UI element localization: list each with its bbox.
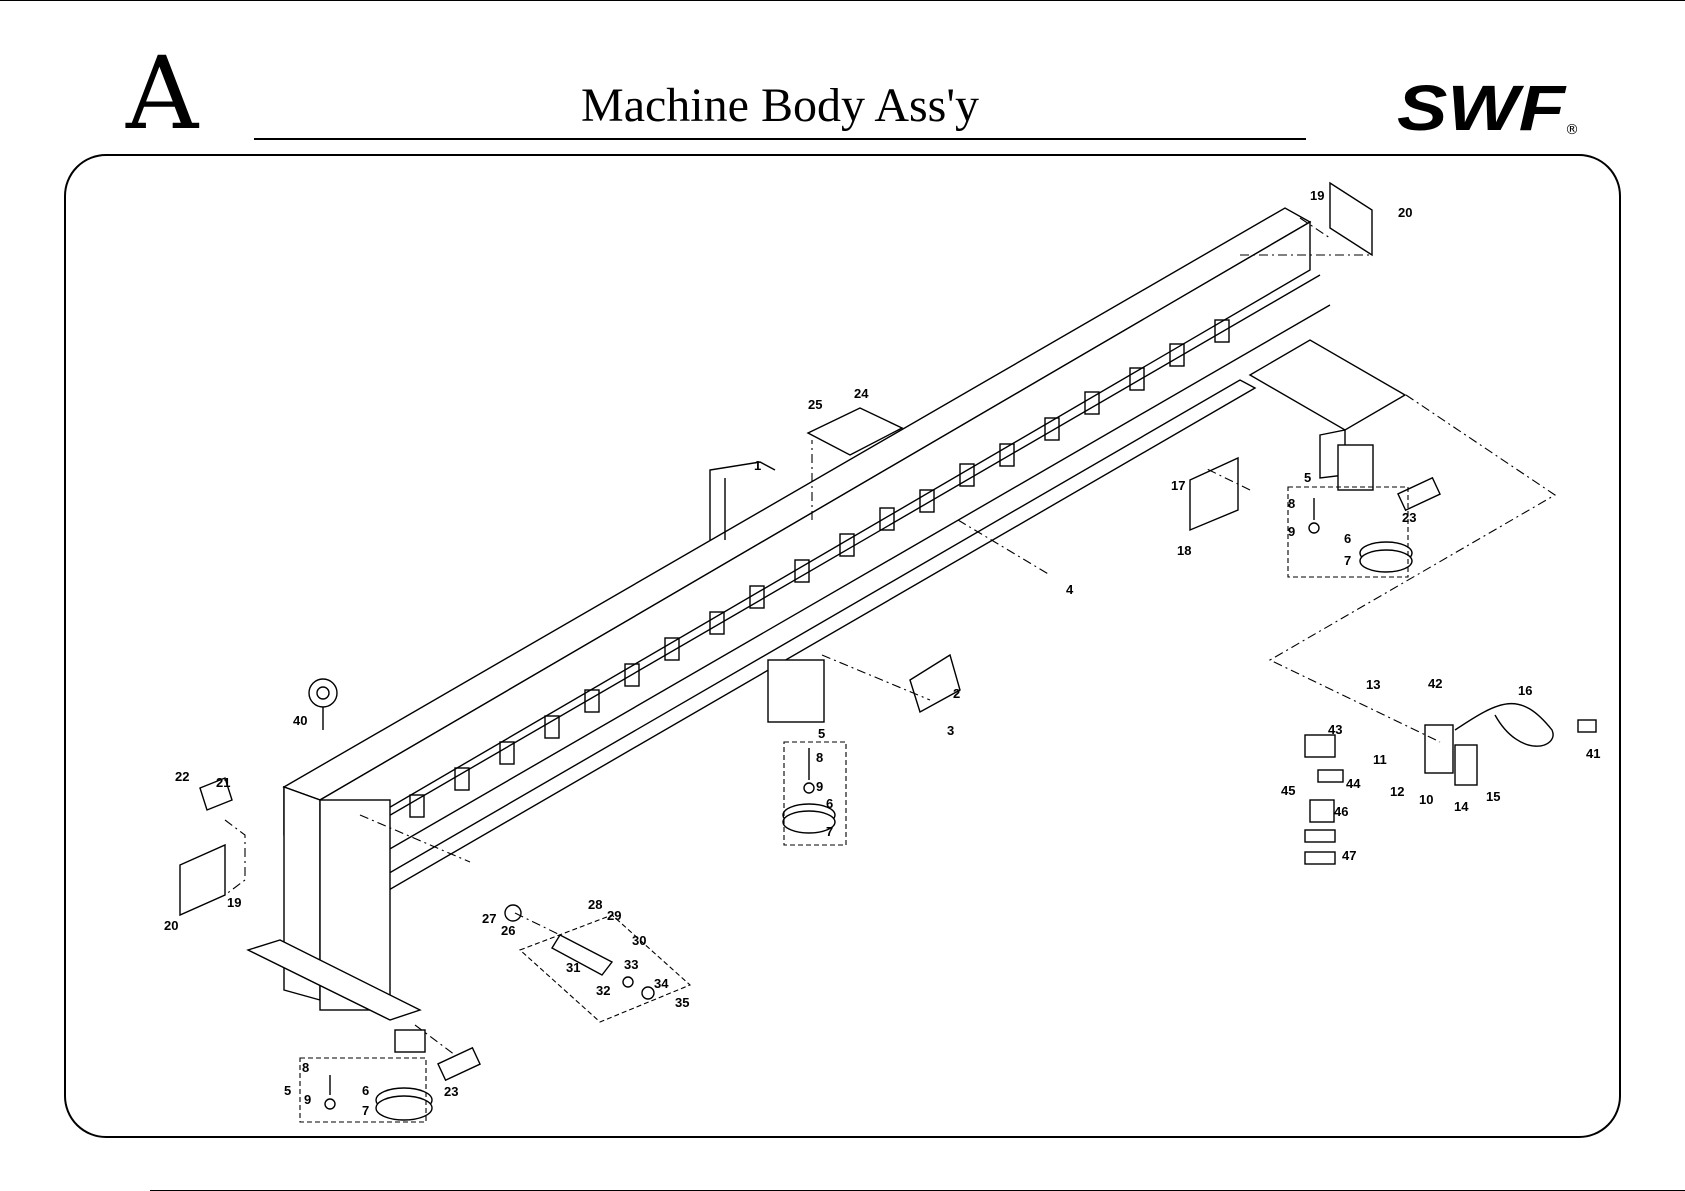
callout-25: 25: [808, 397, 822, 412]
center-leg: [768, 660, 824, 722]
callout-31: 31: [566, 960, 580, 975]
callout-8-center: 8: [816, 750, 823, 765]
callout-24: 24: [854, 386, 869, 401]
loose-components: [1305, 735, 1343, 864]
callout-41: 41: [1586, 746, 1600, 761]
callout-15: 15: [1486, 789, 1500, 804]
callout-12: 12: [1390, 784, 1404, 799]
callout-21: 21: [216, 775, 230, 790]
callout-34: 34: [654, 976, 669, 991]
callout-5-center: 5: [818, 726, 825, 741]
callout-35: 35: [675, 995, 689, 1010]
callout-23-left: 23: [444, 1084, 458, 1099]
callout-9-left: 9: [304, 1092, 311, 1107]
lifting-eye-bolt: [309, 679, 337, 730]
leader-lines: [225, 218, 1555, 1055]
electrical-box: [1425, 704, 1596, 785]
callout-6-center: 6: [826, 796, 833, 811]
callout-46: 46: [1334, 804, 1348, 819]
callout-16: 16: [1518, 683, 1532, 698]
callout-5-right: 5: [1304, 470, 1311, 485]
right-base-frame: [1250, 340, 1405, 490]
callout-2: 2: [953, 686, 960, 701]
callout-5-left: 5: [284, 1083, 291, 1098]
callout-44: 44: [1346, 776, 1361, 791]
callout-27: 27: [482, 911, 496, 926]
callout-20-right: 20: [1398, 205, 1412, 220]
callout-18: 18: [1177, 543, 1191, 558]
foot-pad-center: [783, 748, 835, 833]
callout-17: 17: [1171, 478, 1185, 493]
callout-14: 14: [1454, 799, 1469, 814]
callout-19-left: 19: [227, 895, 241, 910]
callout-30: 30: [632, 933, 646, 948]
callout-45: 45: [1281, 783, 1295, 798]
callout-7-center: 7: [826, 824, 833, 839]
callout-6-left: 6: [362, 1083, 369, 1098]
callout-19-right: 19: [1310, 188, 1324, 203]
callout-7-left: 7: [362, 1103, 369, 1118]
callout-3: 3: [947, 723, 954, 738]
callout-40: 40: [293, 713, 307, 728]
logo-plate: [910, 655, 960, 712]
callout-23-right: 23: [1402, 510, 1416, 525]
callout-13: 13: [1366, 677, 1380, 692]
callout-33: 33: [624, 957, 638, 972]
callout-8-left: 8: [302, 1060, 309, 1075]
callout-26: 26: [501, 923, 515, 938]
callout-43: 43: [1328, 722, 1342, 737]
callout-42: 42: [1428, 676, 1442, 691]
callout-4: 4: [1066, 582, 1074, 597]
callout-47: 47: [1342, 848, 1356, 863]
callout-7-right: 7: [1344, 553, 1351, 568]
foot-pad-left: [325, 1075, 432, 1120]
callout-9-center: 9: [816, 779, 823, 794]
callout-28: 28: [588, 897, 602, 912]
callout-6-right: 6: [1344, 531, 1351, 546]
callout-1: 1: [754, 458, 761, 473]
callout-32: 32: [596, 983, 610, 998]
callout-22: 22: [175, 769, 189, 784]
foot-pad-right: [1309, 498, 1412, 572]
callout-11: 11: [1373, 752, 1387, 767]
callout-10: 10: [1419, 792, 1433, 807]
callout-9-right: 9: [1288, 524, 1295, 539]
main-beam: [284, 208, 1330, 898]
callout-8-right: 8: [1288, 496, 1295, 511]
callout-20-left: 20: [164, 918, 178, 933]
left-leg-stand: [248, 787, 425, 1052]
callout-29: 29: [607, 908, 621, 923]
